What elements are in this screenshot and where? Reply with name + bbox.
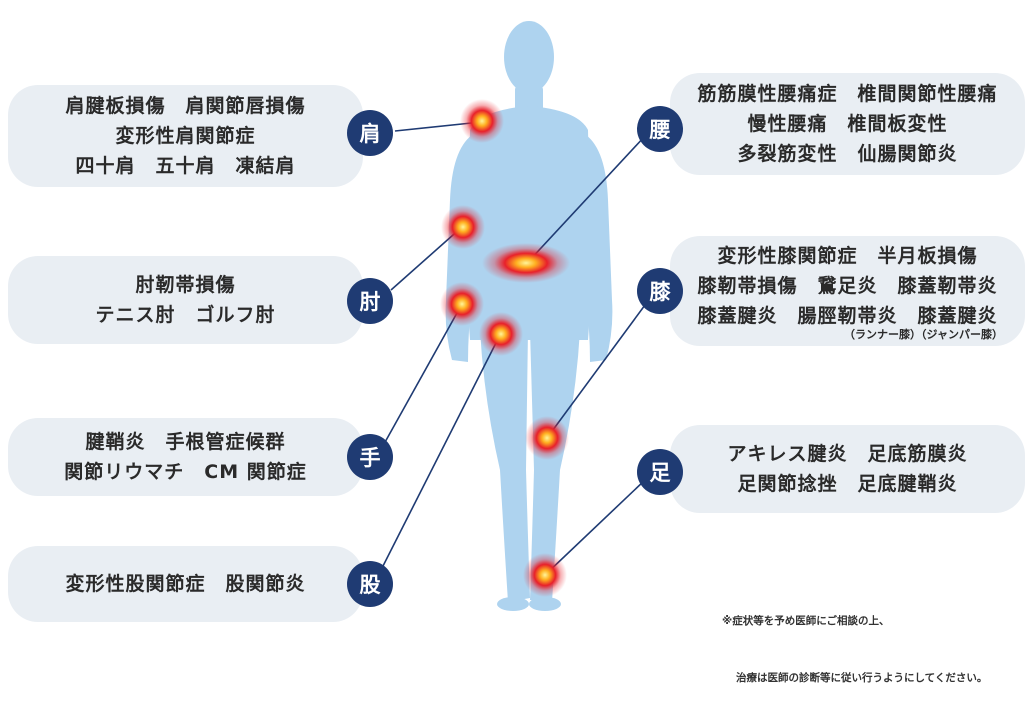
hand-line: 関節リウマチ CM 関節症 [64,461,307,483]
pain-hotspots [440,99,570,597]
foot-line: 足関節捻挫 足底腱鞘炎 [737,473,958,495]
shoulder-line: 変形性肩関節症 [115,125,256,147]
diagram: 肩腱板損傷 肩関節唇損傷 変形性肩関節症 四十肩 五十肩 凍結肩 肩 肘靭帯損傷… [8,21,1025,684]
foot-line: アキレス腱炎 足底筋膜炎 [727,443,968,465]
hotspot-shoulder [460,99,504,143]
shoulder-line: 肩腱板損傷 肩関節唇損傷 [65,95,306,117]
box-hip: 変形性股関節症 股関節炎 [8,546,363,622]
knee-line: 膝蓋腱炎 腸脛靭帯炎 膝蓋腱炎 [697,305,998,327]
hotspot-elbow [441,205,485,249]
badge-waist: 腰 [637,106,683,152]
badge-hip: 股 [347,561,393,607]
connector-lines [381,121,646,576]
knee-line: 膝靭帯損傷 鵞足炎 膝蓋靭帯炎 [697,275,998,297]
disclaimer-line: 治療は医師の診断等に従い行うようにしてください。 [736,672,988,684]
badge-elbow: 肘 [347,278,393,324]
badge-shoulder: 肩 [347,110,393,156]
box-knee: 変形性膝関節症 半月板損傷 膝靭帯損傷 鵞足炎 膝蓋靭帯炎 膝蓋腱炎 腸脛靭帯炎… [670,236,1025,346]
hand-line: 腱鞘炎 手根管症候群 [85,431,286,453]
badge-hand: 手 [347,434,393,480]
hotspot-knee [525,416,569,460]
badge-knee: 膝 [637,268,683,314]
badge-foot: 足 [637,449,683,495]
hotspot-hand [440,282,484,326]
waist-line: 慢性腰痛 椎間板変性 [747,113,948,135]
box-foot: アキレス腱炎 足底筋膜炎 足関節捻挫 足底腱鞘炎 [670,425,1025,513]
disclaimer-line: ※症状等を予め医師にご相談の上、 [722,615,890,627]
elbow-line: テニス肘 ゴルフ肘 [95,304,276,326]
waist-line: 筋筋膜性腰痛症 椎間関節性腰痛 [697,83,998,105]
knee-subnote: （ランナー膝）（ジャンパー膝） [844,328,1003,341]
box-elbow: 肘靭帯損傷 テニス肘 ゴルフ肘 [8,256,363,344]
box-waist: 筋筋膜性腰痛症 椎間関節性腰痛 慢性腰痛 椎間板変性 多裂筋変性 仙腸関節炎 [670,73,1025,175]
knee-line: 変形性膝関節症 半月板損傷 [717,245,978,267]
disclaimer-note: ※症状等を予め医師にご相談の上、 治療は医師の診断等に従い行うようにしてください… [722,574,987,726]
hotspot-waist [482,243,570,283]
elbow-line: 肘靭帯損傷 [135,274,236,296]
hip-line: 変形性股関節症 股関節炎 [65,573,306,595]
waist-line: 多裂筋変性 仙腸関節炎 [737,143,958,165]
box-hand: 腱鞘炎 手根管症候群 関節リウマチ CM 関節症 [8,418,363,496]
hotspot-hip [479,312,523,356]
body-figure [381,21,646,611]
hotspot-foot [523,553,567,597]
box-shoulder: 肩腱板損傷 肩関節唇損傷 変形性肩関節症 四十肩 五十肩 凍結肩 [8,85,363,187]
shoulder-line: 四十肩 五十肩 凍結肩 [75,155,296,177]
